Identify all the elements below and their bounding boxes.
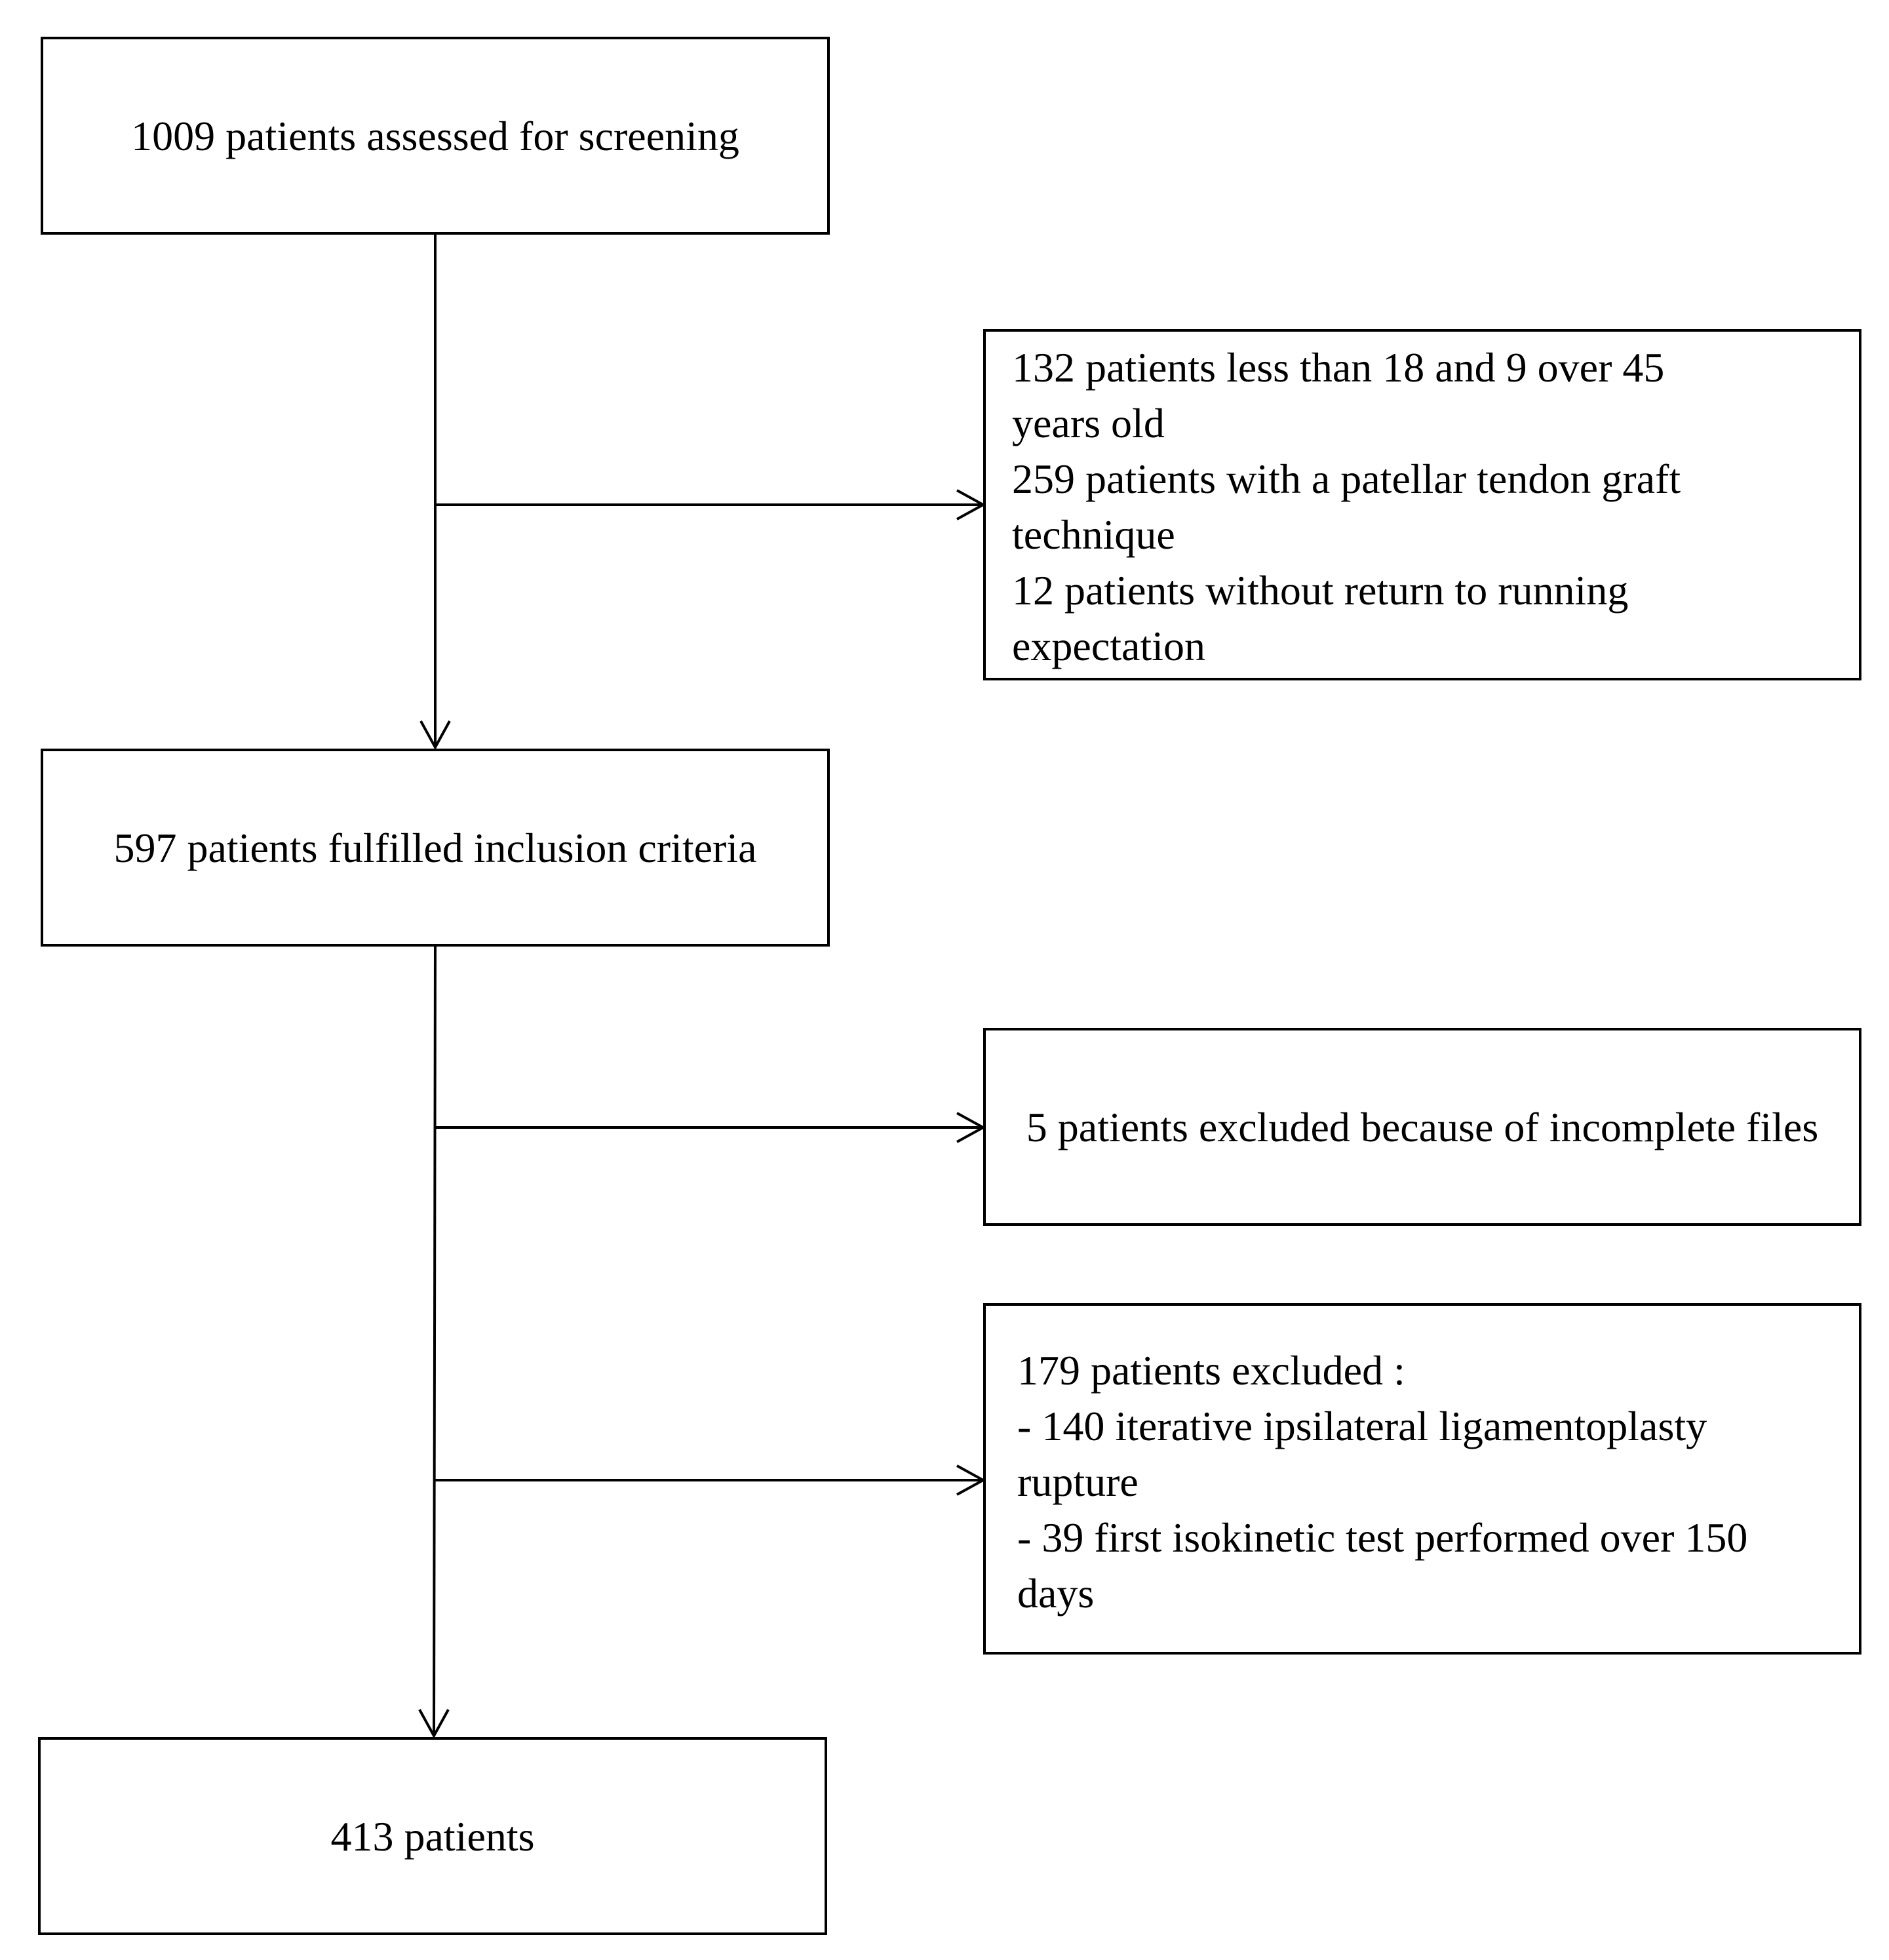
exclusion-3-line: rupture	[1017, 1459, 1139, 1505]
screening-text: 1009 patients assessed for screening	[131, 112, 739, 159]
exclusion-1-line: 259 patients with a patellar tendon graf…	[1012, 456, 1681, 502]
exclusion-3-line: - 39 first isokinetic test performed ove…	[1017, 1514, 1748, 1561]
exclusion-1-line: technique	[1012, 511, 1175, 558]
final-cohort-box: 413 patients	[38, 1737, 827, 1935]
exclusion-1-line: years old	[1012, 400, 1165, 446]
arrowhead-inclusion	[419, 720, 451, 751]
screening-box: 1009 patients assessed for screening	[41, 37, 830, 235]
arrowhead-final	[418, 1709, 450, 1739]
exclusion-2-text: 5 patients excluded because of incomplet…	[1026, 1103, 1819, 1150]
exclusion-1-line: expectation	[1012, 623, 1205, 669]
exclusion-box-age-graft-running: 132 patients less than 18 and 9 over 45 …	[983, 329, 1861, 680]
exclusion-3-line: days	[1017, 1570, 1095, 1617]
exclusion-3-line: - 140 iterative ipsilateral ligamentopla…	[1017, 1403, 1707, 1449]
inclusion-box: 597 patients fulfilled inclusion criteri…	[41, 749, 830, 947]
exclusion-1-line: 132 patients less than 18 and 9 over 45	[1012, 344, 1665, 391]
exclusion-box-rupture-isokinetic: 179 patients excluded : - 140 iterative …	[983, 1303, 1861, 1655]
connector-inclusion-to-final	[433, 946, 437, 1736]
inclusion-text: 597 patients fulfilled inclusion criteri…	[113, 824, 757, 871]
final-text: 413 patients	[330, 1813, 535, 1860]
exclusion-1-line: 12 patients without return to running	[1012, 567, 1629, 614]
exclusion-box-incomplete-files: 5 patients excluded because of incomplet…	[983, 1028, 1861, 1226]
exclusion-3-line: 179 patients excluded :	[1017, 1347, 1405, 1394]
